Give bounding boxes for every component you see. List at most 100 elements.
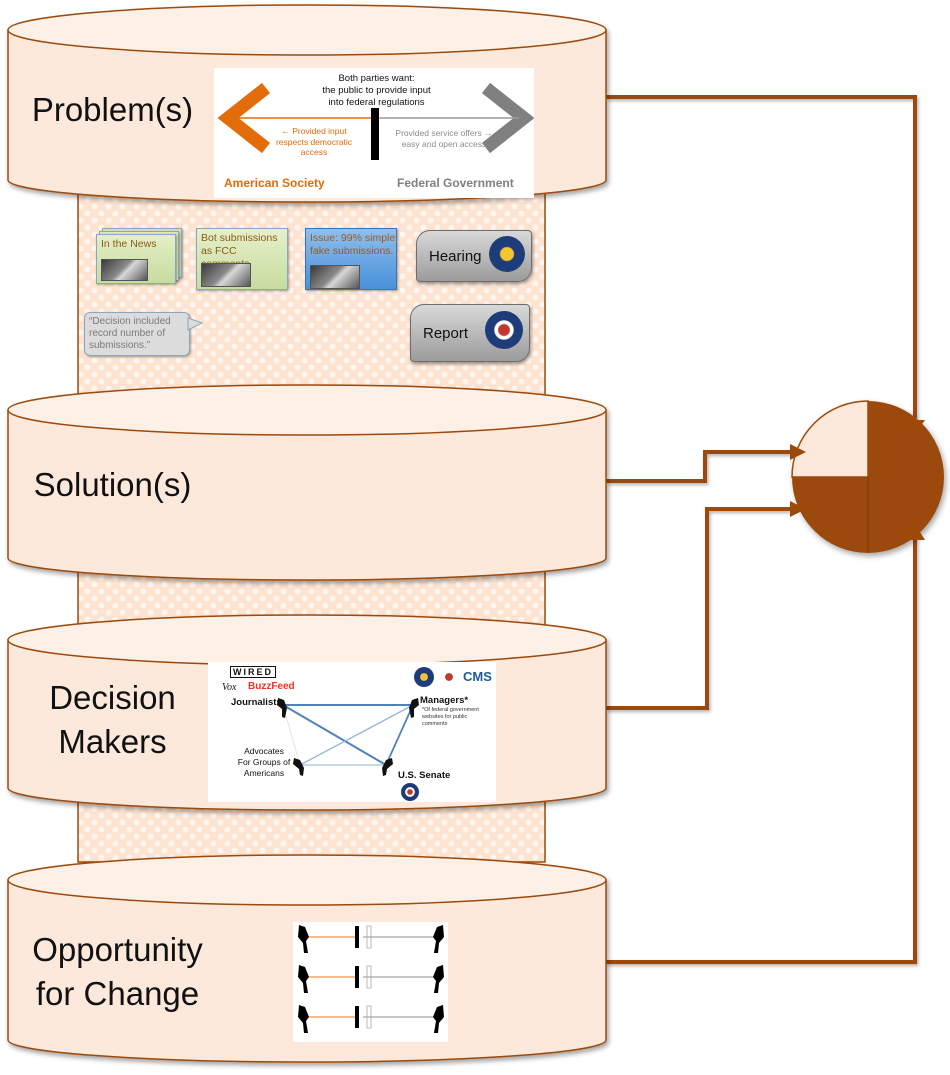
managers-label: Managers* [420,695,469,706]
stage-label-opportunity-line1: Opportunity [32,931,203,968]
eop-seal-icon [439,667,459,687]
wired-logo: WIRED [230,666,276,678]
journalists-label: Journalists [231,697,282,708]
edge-managers-senate [385,704,414,766]
tug-marker-target [366,925,372,949]
stage-label-decision-makers: Decision Makers [20,676,205,763]
advocates-line: For Groups of [237,757,291,768]
tug-of-war-panel [293,922,448,1042]
senate-figure-icon [382,758,393,776]
left-chevron-icon [217,82,271,154]
senate-seal-icon [485,311,523,349]
tug-marker-current [355,1006,359,1028]
report-label: Report [423,325,469,342]
problem-tug-panel: Both parties want: the public to provide… [214,68,534,198]
tug-of-war-graphic [298,925,444,1033]
arrowhead-solutions [790,444,806,460]
heading-line: Both parties want: [338,73,415,84]
advocates-label: Advocates For Groups of Americans [230,746,298,779]
heading-line: into federal regulations [328,96,425,108]
hearing-banner: Hearing [416,230,532,282]
issue-photo [310,265,360,289]
bot-submissions-note: Bot submissions as FCC comments [196,228,288,290]
tug-marker-target [366,1005,372,1029]
right-chevron-icon [481,82,534,154]
footnote-line: websites for public [422,714,468,721]
right-puller-figure-icon [433,965,444,993]
connector-decision-makers [606,507,790,710]
fcc-seal-icon [489,236,525,272]
note-line: respects democratic [275,136,353,147]
left-puller-figure-icon [298,925,309,953]
right-puller-figure-icon [433,1005,444,1033]
left-puller-figure-icon [298,1005,309,1033]
quote-line: “Decision included [89,316,171,327]
managers-figure-icon [409,698,419,718]
federal-government-label: Federal Government [397,176,514,190]
note-line: Provided service offers → [395,128,493,138]
federal-government-note: Provided service offers → easy and open … [389,128,499,149]
arrowhead-opportunity [905,524,925,540]
american-society-note: ← Provided input respects democratic acc… [264,126,364,158]
connector-solutions [606,450,790,483]
tug-marker-current [355,966,359,988]
advocates-line: Advocates [244,746,284,756]
tug-marker-target [366,965,372,989]
stage-label-opportunity-line2: for Change [35,974,200,1012]
news-note-text: In the News [101,238,157,250]
edge-advocates-managers [299,704,414,766]
news-photo [101,259,148,281]
news-note: In the News [96,234,176,284]
journalists-figure-icon [277,698,287,718]
stage-label-problems: Problem(s) [31,91,194,128]
note-line: Bot submissions [201,232,278,244]
vox-logo: Vox [222,682,237,693]
cylinder-solutions [7,384,607,581]
note-line: access [300,147,328,158]
footnote-line: *Of federal government [422,707,479,713]
cycle-circle [791,400,944,553]
quote-text: “Decision included record number of subm… [89,316,171,353]
stage-label-solutions: Solution(s) [33,466,192,503]
fcc-seal-small-icon [414,667,434,687]
arrowhead-problems [905,420,925,434]
managers-footnote: *Of federal government websites for publ… [422,707,479,728]
center-marker [371,108,379,160]
issue-note: Issue: 99% simple fake submissions. [305,228,397,290]
left-puller-figure-icon [298,965,309,993]
quote-line: record number of [89,328,166,340]
issue-text: Issue: 99% simple fake submissions. [310,232,395,258]
arrowhead-decision-makers [790,501,806,517]
footnote-line: comments [422,721,448,728]
american-society-label: American Society [224,176,325,190]
tug-marker-current [355,926,359,948]
stage-label-decision-line2: Makers [58,722,167,760]
stakeholder-network-graphic [277,698,419,776]
right-puller-figure-icon [433,925,444,953]
quote-bubble: “Decision included record number of subm… [84,312,190,356]
hearing-label: Hearing [429,248,482,265]
heading-line: the public to provide input [322,84,431,96]
edge-journalists-advocates [282,704,301,766]
buzzfeed-logo: BuzzFeed [248,681,295,692]
cycle-circle-light-quarter [791,400,869,478]
report-banner: Report [410,304,530,362]
stage-label-opportunity: Opportunity for Change [15,928,220,1015]
note-line: Issue: 99% simple [310,232,396,244]
both-parties-heading: Both parties want: the public to provide… [314,73,439,109]
connector-problems [606,95,917,418]
senate-label: U.S. Senate [398,770,451,781]
edge-journalists-senate [282,704,387,766]
senate-seal-small-icon [401,783,419,801]
note-line: easy and open access [401,138,487,149]
stage-label-decision-line1: Decision [49,679,176,716]
note-line: fake submissions. [310,244,394,257]
advocates-line: Americans [243,768,285,779]
advocates-figure-icon [293,758,304,776]
connector-opportunity [606,538,917,964]
cms-logo: CMS [463,669,492,684]
stakeholder-network-panel: WIRED Vox BuzzFeed Journalists CMS Manag… [208,662,496,802]
note-line: ← Provided input [281,126,347,136]
quote-line: submissions.” [89,340,151,352]
